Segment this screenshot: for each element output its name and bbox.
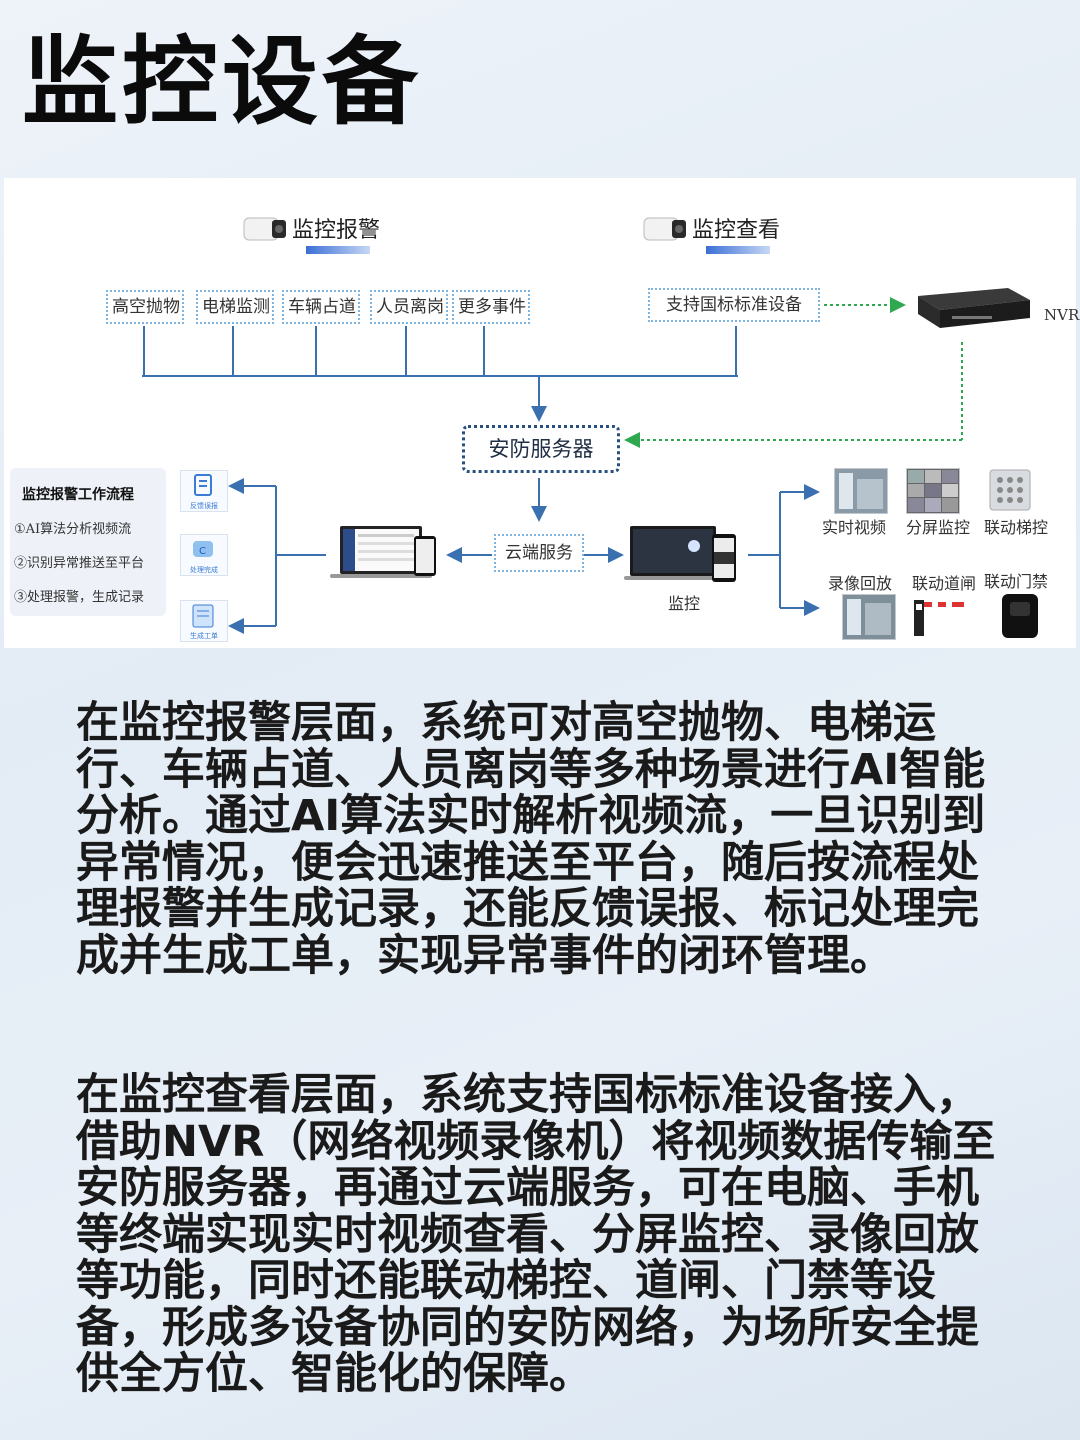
security-server: 安防服务器 xyxy=(462,425,620,473)
paragraph-view: 在监控查看层面，系统支持国标标准设备接入，借助NVR（网络视频录像机）将视频数据… xyxy=(76,1070,996,1399)
feedback-icon: 反馈误报 xyxy=(180,470,228,512)
cloud-service: 云端服务 xyxy=(494,534,584,572)
view-header-bar xyxy=(706,246,770,254)
feature-label-playback: 录像回放 xyxy=(828,574,893,593)
camera-icon xyxy=(243,217,286,241)
elevator-control-thumb xyxy=(989,469,1031,511)
view-header: 监控查看 xyxy=(692,218,781,243)
tag-national-standard: 支持国标标准设备 xyxy=(648,288,820,322)
workflow-step: ②识别异常推送至平台 xyxy=(14,556,145,571)
feature-label-split: 分屏监控 xyxy=(906,518,971,537)
tag-more-events: 更多事件 xyxy=(452,290,530,324)
camera-icon xyxy=(643,217,686,241)
realtime-video-thumb xyxy=(834,468,888,514)
architecture-diagram: 监控报警 监控查看 高空抛物 电梯监测 车辆占道 人员离岗 更多事件 支持国标标… xyxy=(4,178,1080,648)
computer-icon xyxy=(330,526,436,578)
playback-thumb xyxy=(842,594,896,640)
tag-vehicle: 车辆占道 xyxy=(282,290,360,324)
connector-lines xyxy=(142,297,963,634)
monitor-icon xyxy=(624,526,736,582)
tag-high-altitude: 高空抛物 xyxy=(106,290,184,324)
work-order-icon: 生成工单 xyxy=(180,600,228,642)
feature-label-elevator: 联动梯控 xyxy=(984,518,1049,537)
split-screen-thumb xyxy=(906,468,960,514)
work-order-caption: 生成工单 xyxy=(190,632,218,640)
nvr-label: NVR xyxy=(1044,306,1080,324)
monitor-label: 监控 xyxy=(668,594,701,613)
tag-personnel: 人员离岗 xyxy=(370,290,448,324)
feature-label-access: 联动门禁 xyxy=(984,572,1049,591)
nvr-icon xyxy=(918,288,1030,328)
paragraph-alarm: 在监控报警层面，系统可对高空抛物、电梯运行、车辆占道、人员离岗等多种场景进行AI… xyxy=(76,698,986,981)
page-title: 监控设备 xyxy=(22,26,422,138)
process-complete-icon: C 处理完成 xyxy=(180,534,228,576)
nvr-device xyxy=(912,274,1036,336)
feature-label-barrier: 联动道闸 xyxy=(912,574,977,593)
feature-label-realtime: 实时视频 xyxy=(822,518,887,537)
alarm-header-bar xyxy=(306,246,370,254)
alarm-header: 监控报警 xyxy=(292,218,381,243)
workflow-step: ①AI算法分析视频流 xyxy=(14,522,132,537)
tag-elevator: 电梯监测 xyxy=(196,290,274,324)
process-complete-caption: 处理完成 xyxy=(190,566,218,574)
svg-text:C: C xyxy=(199,546,206,557)
workflow-panel: 监控报警工作流程 ①AI算法分析视频流 ②识别异常推送至平台 ③处理报警，生成记… xyxy=(10,468,166,616)
feedback-caption: 反馈误报 xyxy=(190,502,218,510)
workflow-title: 监控报警工作流程 xyxy=(22,487,134,503)
barrier-gate-thumb xyxy=(914,600,964,636)
access-control-thumb xyxy=(1002,594,1038,638)
workflow-step: ③处理报警，生成记录 xyxy=(14,590,145,605)
